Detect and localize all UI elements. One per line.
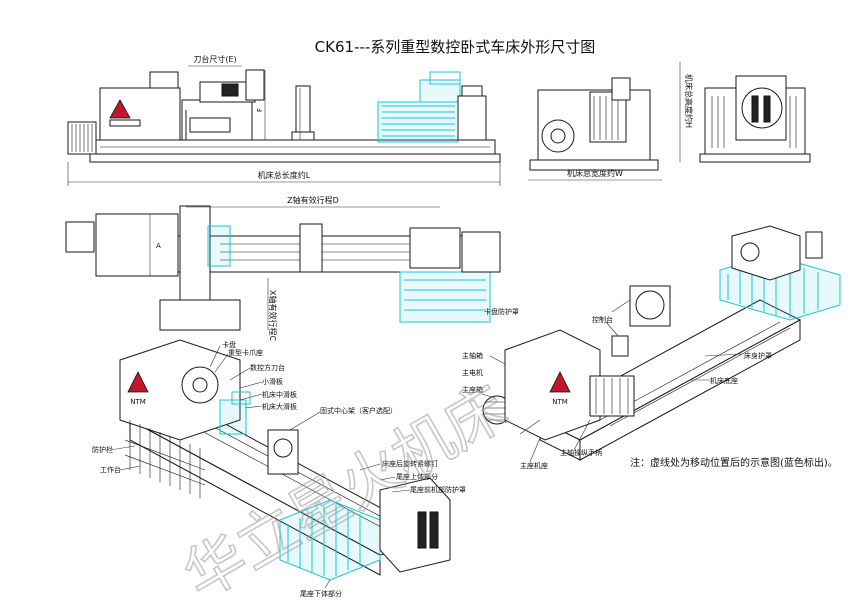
left-isometric: NTM <box>109 339 451 589</box>
side-view: 机床总宽度约W <box>528 77 662 181</box>
left-logo-text: NTM <box>130 398 146 406</box>
drawing-title: CK61---系列重型数控卧式车床外形尺寸图 <box>315 38 596 56</box>
left-moved-tailstock <box>279 499 381 581</box>
left-callout-11: 防护栏 <box>92 445 113 454</box>
left-callout-6: 固式中心架（客户选配） <box>320 406 397 415</box>
dim-total-length: 机床总长度约L <box>258 170 311 180</box>
dim-z-travel: Z轴有效行程D <box>287 195 339 205</box>
dim-total-width: 机床总宽度约W <box>567 168 623 178</box>
dim-x-travel: X轴有效行程C <box>268 290 278 341</box>
right-callout-6: 机床底座 <box>710 376 738 385</box>
right-callout-2: 主轴箱 <box>462 351 483 360</box>
left-callout-0: 卡盘 <box>222 340 236 349</box>
right-callout-8: 主轴操纵手柄 <box>560 448 602 457</box>
dim-total-height: 机床总高度约H <box>684 74 694 128</box>
left-callout-8: 尾座上体部分 <box>396 472 438 481</box>
controller-screen <box>221 83 239 97</box>
left-callout-9: 尾座前机部防护罩 <box>410 485 466 494</box>
right-callout-1: 控制台 <box>592 315 613 324</box>
left-callout-4: 机床中滑板 <box>262 390 297 399</box>
right-callout-0: 卡盘防护罩 <box>484 307 519 316</box>
right-callout-4: 主座箱 <box>462 385 483 394</box>
dim-tool-post: 刀台尺寸(E) <box>193 54 236 64</box>
end-view: 机床总高度约H <box>679 62 811 163</box>
right-isometric: NTM <box>481 225 841 463</box>
right-callout-5: 床身护罩 <box>744 351 772 360</box>
left-callout-12: 工作台 <box>100 465 121 474</box>
logo-star-icon <box>109 99 131 119</box>
left-callout-5: 机床大滑板 <box>262 402 297 411</box>
front-view: 机床总长度约L 刀台尺寸(E) F <box>67 54 501 186</box>
dim-a: A <box>156 242 161 250</box>
right-callout-7: 主座机座 <box>520 461 548 470</box>
left-callout-3: 小滑板 <box>262 377 283 386</box>
left-callout-7: 床座后旋转紧螺钉 <box>382 459 438 468</box>
right-logo-text: NTM <box>552 398 568 406</box>
dim-f: F <box>256 108 264 112</box>
top-view: Z轴有效行程D A X轴有效行程C <box>65 195 501 341</box>
right-callout-3: 主电机 <box>462 368 483 377</box>
drawing-note: 注：虚线处为移动位置后的示意图(蓝色标出)。 <box>630 456 838 469</box>
left-callout-2: 数控方刀台 <box>250 363 285 372</box>
left-callout-10: 尾座下体部分 <box>300 589 342 598</box>
left-callout-1: 重型卡爪座 <box>228 348 263 357</box>
front-moved-tailstock <box>377 71 461 143</box>
